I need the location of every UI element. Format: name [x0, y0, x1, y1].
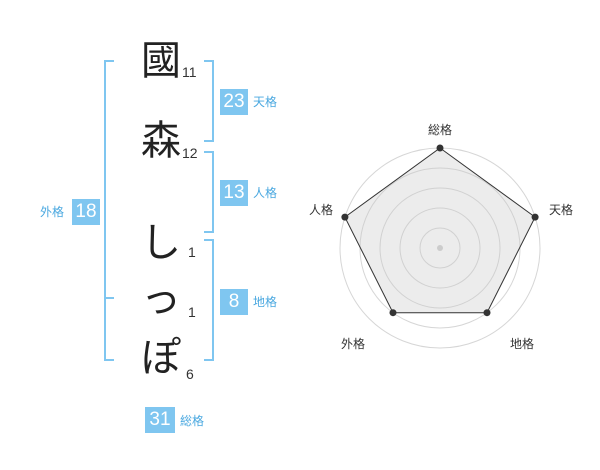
chikaku-label: 地格	[253, 295, 278, 309]
tenkaku-bracket	[204, 60, 214, 142]
chikaku-bracket	[204, 239, 214, 361]
radar-data-polygon	[344, 147, 536, 314]
tenkaku-label: 天格	[253, 95, 278, 109]
radar-axis-label-chikaku: 地格	[510, 337, 535, 351]
gaikaku-value-badge: 18	[72, 199, 100, 225]
radar-point-0	[436, 144, 444, 152]
radar-axis-label-tenkaku: 天格	[549, 203, 574, 217]
radar-ring	[399, 207, 481, 289]
radar-point-1	[531, 213, 539, 221]
stroke-count-1: 11	[182, 64, 197, 80]
gaikaku-label: 外格	[40, 205, 65, 219]
tenkaku-value-badge: 23	[220, 89, 248, 115]
radar-ring	[379, 187, 501, 309]
jinkaku-bracket	[204, 151, 214, 233]
radar-point-3	[389, 309, 397, 317]
name-char-1: 國	[141, 38, 181, 84]
stroke-count-5: 6	[186, 366, 194, 382]
radar-ring	[419, 227, 461, 269]
soukaku-label: 総格	[180, 414, 205, 428]
stroke-count-3: 1	[188, 244, 196, 260]
radar-axis-label-gaikaku: 外格	[341, 337, 366, 351]
name-char-2: 森	[141, 118, 181, 164]
jinkaku-label: 人格	[253, 186, 278, 200]
name-char-3: し	[141, 220, 181, 266]
name-char-5: ぽ	[141, 335, 181, 381]
soukaku-value-badge: 31	[145, 407, 175, 433]
name-char-4: っ	[141, 276, 181, 322]
radar-center-dot	[437, 245, 443, 251]
jinkaku-value-badge: 13	[220, 180, 248, 206]
radar-axis-label-soukaku: 総格	[428, 123, 453, 137]
gaikaku-bracket	[104, 60, 114, 361]
stroke-count-2: 12	[182, 145, 198, 161]
radar-axis-label-jinkaku: 人格	[309, 203, 334, 217]
radar-point-4	[341, 213, 349, 221]
chikaku-value-badge: 8	[220, 289, 248, 315]
gaikaku-split-tick	[106, 297, 114, 299]
stroke-count-4: 1	[188, 304, 196, 320]
radar-point-2	[483, 309, 491, 317]
